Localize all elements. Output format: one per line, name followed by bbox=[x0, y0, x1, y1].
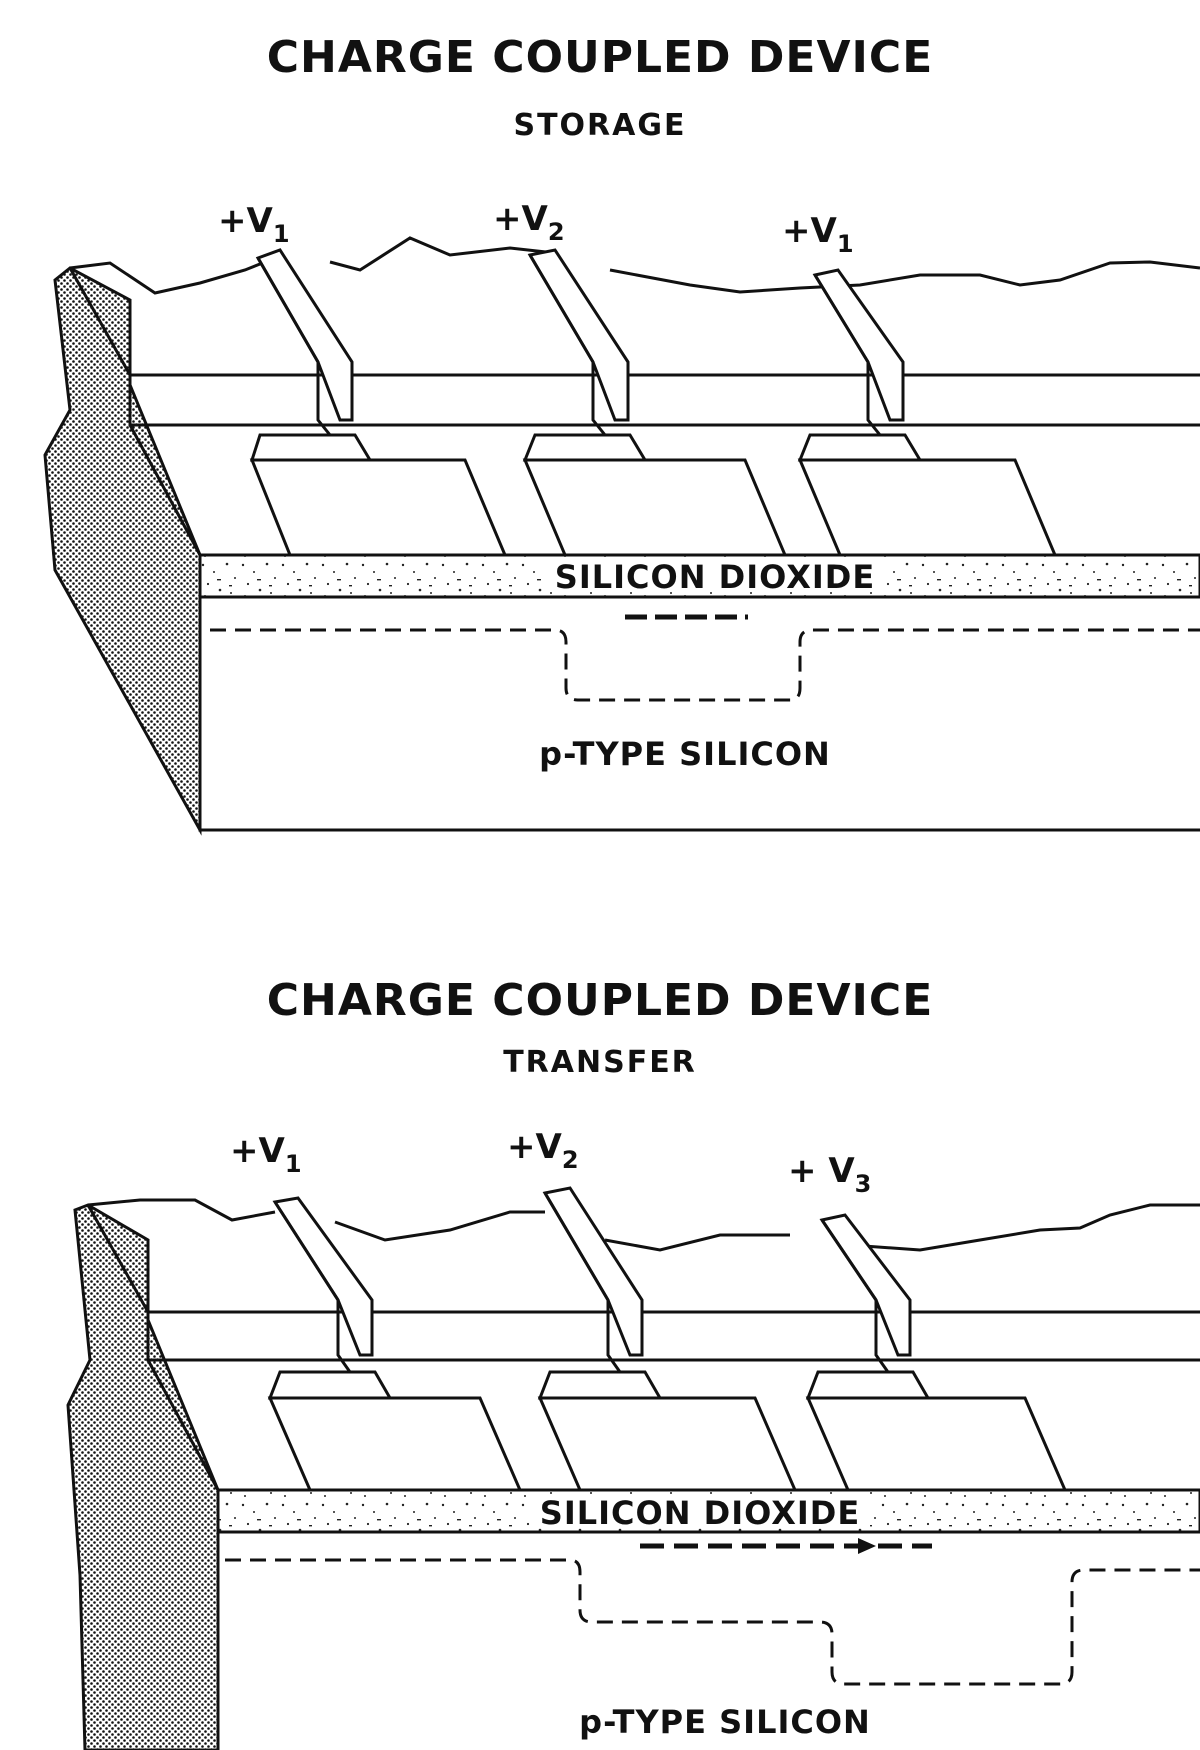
oxide-top-edge bbox=[87, 1198, 1200, 1252]
substrate-label: p-TYPE SILICON bbox=[539, 735, 831, 773]
charge-flow-arrowhead bbox=[858, 1538, 876, 1554]
panel1-title: CHARGE COUPLED DEVICE bbox=[266, 32, 934, 83]
substrate-label: p-TYPE SILICON bbox=[579, 1703, 871, 1741]
side-face bbox=[43, 266, 202, 836]
oxide-label: SILICON DIOXIDE bbox=[555, 558, 875, 596]
oxide-label: SILICON DIOXIDE bbox=[540, 1494, 860, 1532]
panel1-subtitle: STORAGE bbox=[513, 108, 687, 143]
voltage-label-3: + V3 bbox=[788, 1151, 871, 1198]
potential-well bbox=[225, 1558, 1200, 1686]
storage-diagram: SILICON DIOXIDE +V1 +V2 +V1 p-TYPE SILIC… bbox=[43, 199, 1200, 836]
voltage-label-2: +V2 bbox=[507, 1127, 579, 1174]
voltage-label-1: +V1 bbox=[218, 201, 290, 248]
voltage-label-2: +V2 bbox=[493, 199, 565, 246]
electrode-1 bbox=[267, 1196, 523, 1492]
electrode-1 bbox=[249, 248, 508, 557]
electrode-3 bbox=[797, 268, 1058, 557]
electrode-3 bbox=[805, 1213, 1068, 1492]
potential-well bbox=[210, 628, 1200, 702]
electrode-2 bbox=[537, 1186, 798, 1492]
upper-slab bbox=[86, 1204, 1200, 1491]
panel2-subtitle: TRANSFER bbox=[503, 1045, 697, 1080]
oxide-top-edge bbox=[69, 236, 1200, 295]
voltage-label-3: +V1 bbox=[782, 211, 854, 258]
panel2-title: CHARGE COUPLED DEVICE bbox=[266, 975, 934, 1026]
voltage-label-1: +V1 bbox=[230, 1131, 302, 1178]
substrate bbox=[198, 597, 1200, 832]
electrode-2 bbox=[522, 248, 788, 557]
transfer-diagram: SILICON DIOXIDE +V1 +V2 + V3 p-TYPE SILI… bbox=[66, 1127, 1200, 1750]
side-face bbox=[66, 1203, 220, 1750]
upper-slab bbox=[68, 267, 1200, 556]
